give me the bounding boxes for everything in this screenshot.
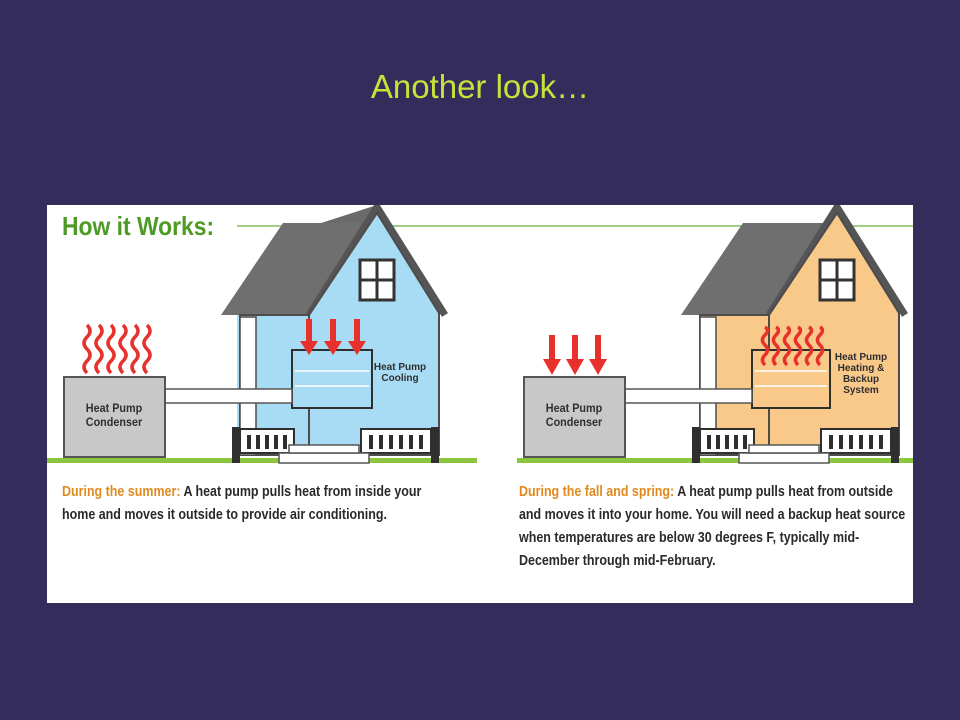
fall-spring-caption: During the fall and spring: A heat pump … bbox=[519, 481, 908, 573]
summer-pipe bbox=[164, 388, 293, 404]
summer-unit-label: Heat Pump Cooling bbox=[373, 362, 427, 384]
summer-condenser-label: Heat Pump Condenser bbox=[85, 401, 143, 429]
ground-left bbox=[47, 458, 477, 463]
summer-condenser bbox=[63, 376, 166, 458]
winter-radiator-left bbox=[699, 428, 755, 454]
fall-spring-unit-label: Heat Pump Heating & Backup System bbox=[834, 352, 888, 396]
winter-condenser bbox=[523, 376, 626, 458]
winter-radiator-right bbox=[820, 428, 892, 454]
summer-caption: During the summer: A heat pump pulls hea… bbox=[62, 481, 458, 527]
summer-radiator-left bbox=[239, 428, 295, 454]
arrow-down-icon bbox=[300, 319, 366, 355]
winter-roof bbox=[681, 223, 831, 315]
window-icon bbox=[358, 258, 396, 302]
fall-spring-caption-lead: During the fall and spring: bbox=[519, 484, 675, 500]
summer-caption-text: A heat pump pulls heat from inside your … bbox=[62, 484, 422, 523]
summer-roof bbox=[221, 223, 371, 315]
slide-title: Another look… bbox=[370, 68, 590, 105]
ground-right bbox=[517, 458, 913, 463]
summer-house bbox=[63, 205, 448, 464]
fall-spring-condenser-label: Heat Pump Condenser bbox=[545, 401, 603, 429]
window-icon bbox=[818, 258, 856, 302]
how-it-works-heading: How it Works: bbox=[62, 211, 215, 241]
arrow-down-icon bbox=[543, 335, 607, 375]
diagram-graphic bbox=[47, 205, 913, 464]
winter-pipe bbox=[624, 388, 753, 404]
summer-indoor-unit bbox=[291, 349, 373, 409]
heat-wave-icon bbox=[760, 325, 825, 367]
heat-wave-icon bbox=[82, 323, 152, 375]
how-it-works-diagram: How it Works: Heat Pump Condenser Heat P… bbox=[47, 205, 913, 603]
summer-radiator-right bbox=[360, 428, 432, 454]
fall-spring-caption-text: A heat pump pulls heat from outside and … bbox=[519, 484, 906, 569]
summer-caption-lead: During the summer: bbox=[62, 484, 181, 500]
fall-spring-house bbox=[523, 205, 908, 464]
